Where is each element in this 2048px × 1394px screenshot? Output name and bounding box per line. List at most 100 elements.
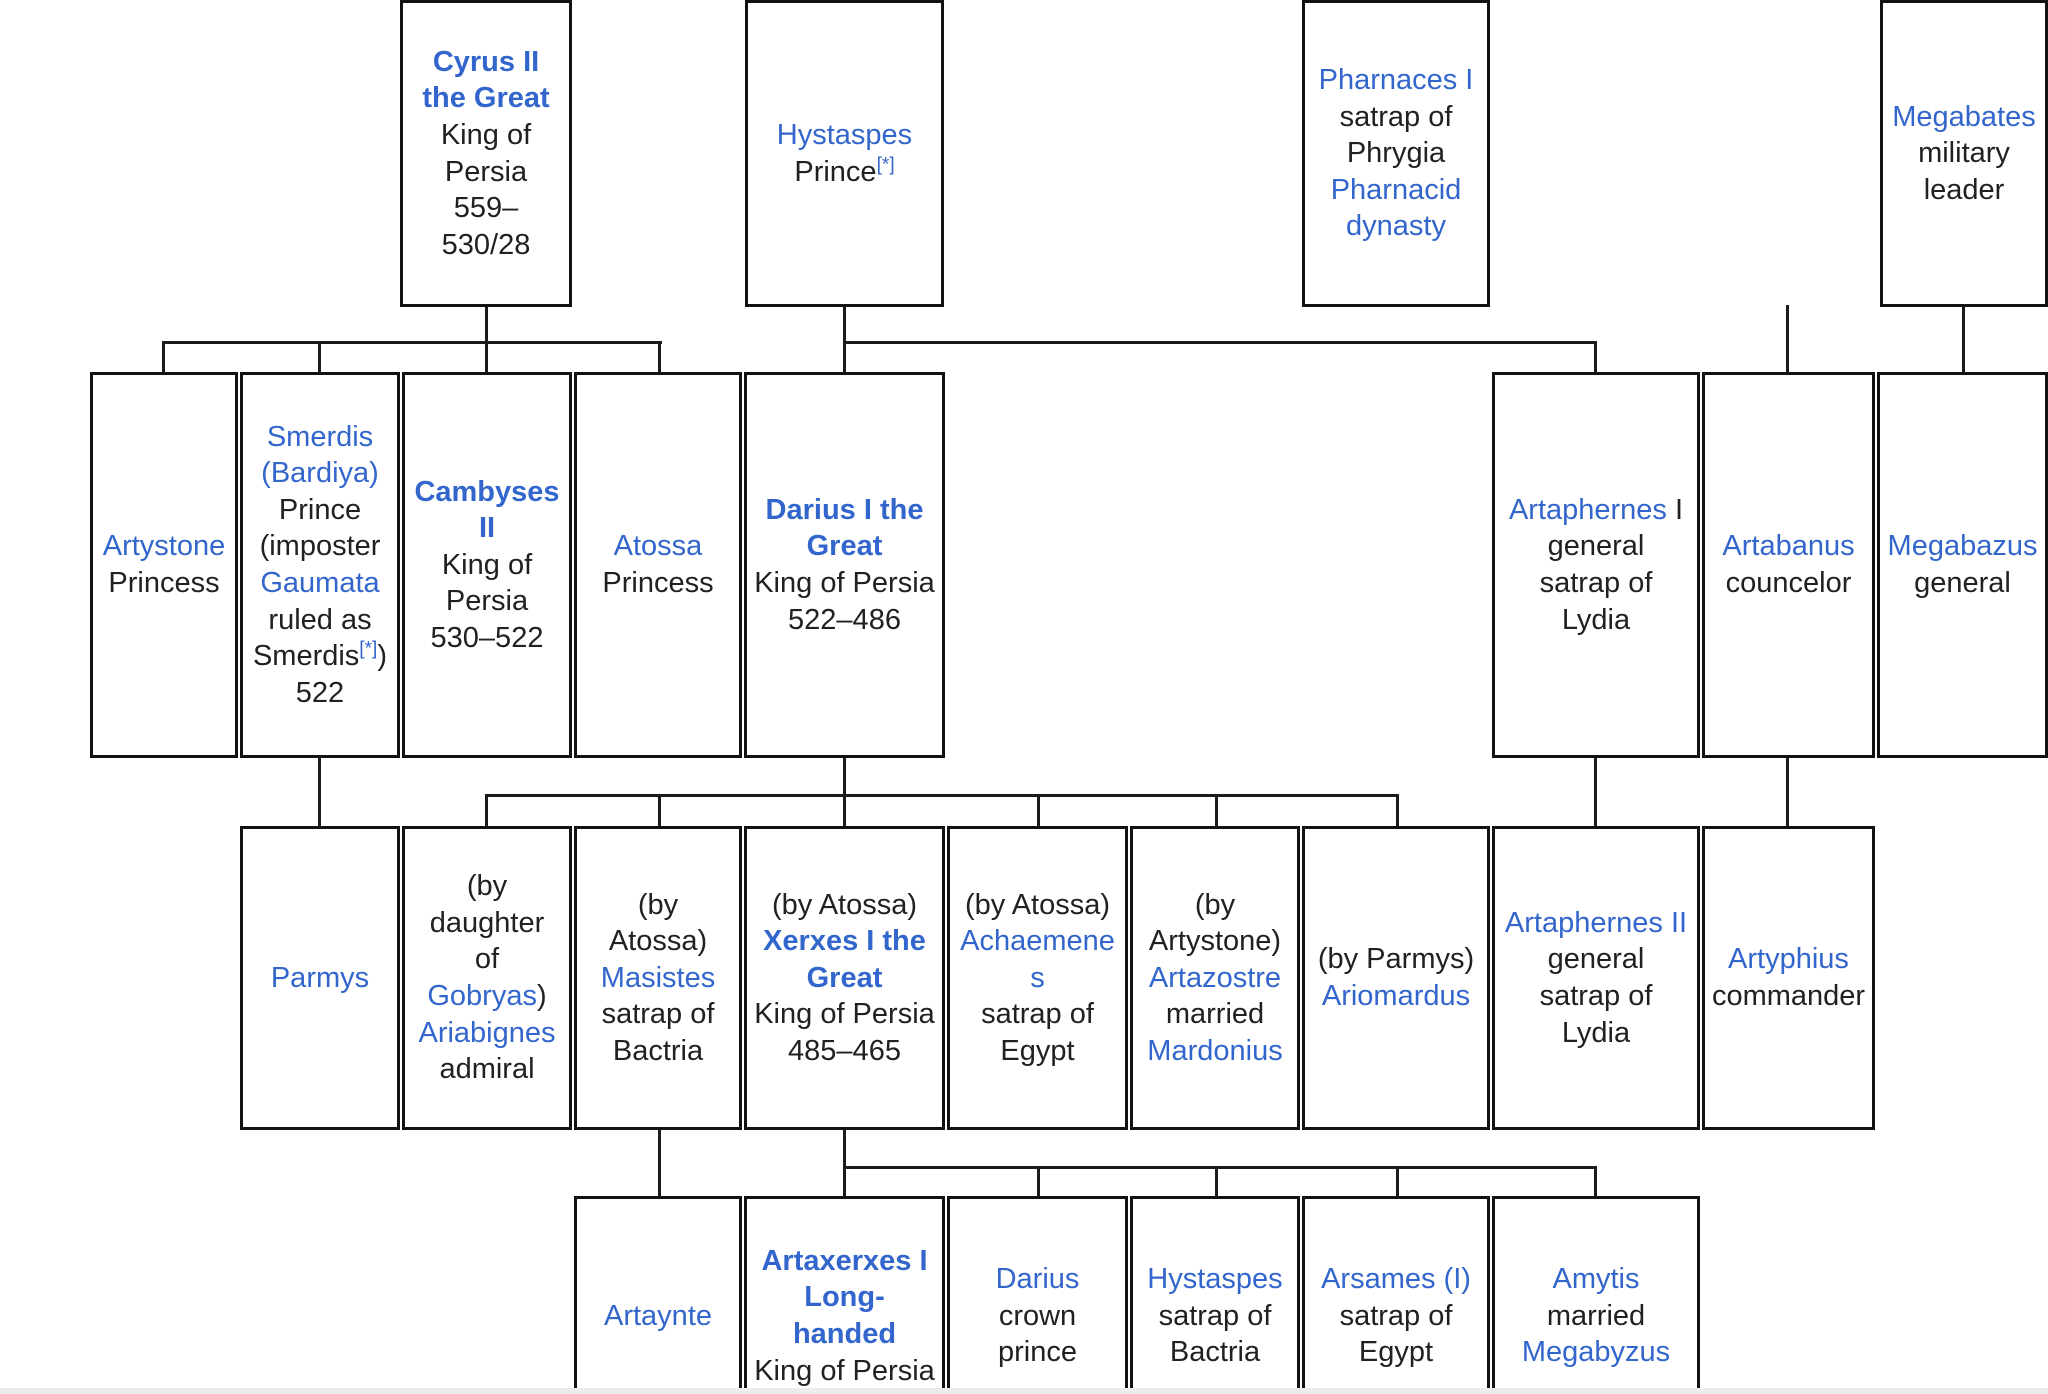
node-role-line1: general — [1547, 530, 1645, 563]
node-artaynte[interactable]: Artaynte — [574, 1196, 742, 1394]
connector-xerxes-drop-darius — [1037, 1166, 1040, 1196]
connector-hystaspes-drop-darius — [843, 341, 846, 373]
node-parent-line1: (by — [466, 870, 508, 903]
connector-cyrus-stem — [485, 305, 488, 343]
node-smerdis-bardiya[interactable]: Smerdis (Bardiya) Prince (imposter Gauma… — [240, 372, 400, 758]
node-parmys[interactable]: Parmys — [240, 826, 400, 1130]
node-name: Artaphernes II — [1504, 906, 1688, 939]
node-role-line2: Bactria — [612, 1034, 704, 1067]
node-artaphernes-ii[interactable]: Artaphernes II general satrap of Lydia — [1492, 826, 1700, 1130]
node-artaphernes-i[interactable]: Artaphernes I general satrap of Lydia — [1492, 372, 1700, 758]
node-artazostre[interactable]: (by Artystone) Artazostre married Mardon… — [1130, 826, 1300, 1130]
connector-hystaspes-bar — [843, 341, 1597, 344]
node-name: Cambyses II — [414, 475, 560, 545]
node-married-label: married — [1165, 998, 1265, 1031]
node-parent-link[interactable]: Gobryas — [427, 980, 537, 1012]
node-note-close: ) — [377, 640, 388, 673]
node-xerxes-i-the-great[interactable]: (by Atossa) Xerxes I the Great King of P… — [744, 826, 945, 1130]
connector-xerxes-drop-arsames — [1396, 1166, 1399, 1196]
node-name: Darius I the Great — [765, 493, 924, 563]
connector-hystaspes-stem — [843, 305, 846, 343]
node-artyphius[interactable]: Artyphius commander — [1702, 826, 1875, 1130]
node-achaemenes[interactable]: (by Atossa) Achaemenes satrap of Egypt — [947, 826, 1128, 1130]
connector-cyrus-drop-atossa — [658, 341, 661, 373]
node-megabazus[interactable]: Megabazus general — [1877, 372, 2048, 758]
node-role-line1: satrap of — [1339, 1299, 1453, 1332]
footnote-marker[interactable]: [*] — [359, 638, 378, 660]
node-artaxerxes-i-long-handed[interactable]: Artaxerxes I Long-handed King of Persia — [744, 1196, 945, 1394]
node-hystaspes-satrap-bactria[interactable]: Hystaspes satrap of Bactria — [1130, 1196, 1300, 1394]
node-parent-line1: (by — [637, 888, 679, 921]
node-detail-line1: King of — [441, 548, 533, 581]
connector-xerxes-bar — [843, 1166, 1597, 1169]
node-married-label: married — [1546, 1299, 1646, 1332]
node-detail-line2: Persia — [444, 155, 528, 188]
node-role-line3: Lydia — [1561, 603, 1631, 636]
node-name: Amytis — [1552, 1263, 1640, 1296]
node-artystone[interactable]: Artystone Princess — [90, 372, 238, 758]
node-name: Artaphernes — [1508, 493, 1667, 526]
node-artabanus[interactable]: Artabanus councelor — [1702, 372, 1875, 758]
node-name: Pharnaces I — [1318, 64, 1474, 97]
node-role-line2: satrap of — [1539, 567, 1653, 599]
node-spouse-link[interactable]: Megabyzus — [1521, 1336, 1671, 1369]
connector-cyrus-drop-smerdis — [318, 341, 321, 373]
connector-xerxes-stem — [843, 1130, 846, 1168]
node-name: Ariabignes — [418, 1016, 556, 1049]
page-bottom-strip — [0, 1388, 2048, 1394]
node-role-line1: satrap of — [1339, 100, 1453, 133]
node-detail-line1: King of Persia — [754, 1354, 935, 1387]
node-cyrus-ii-the-great[interactable]: Cyrus II the Great King of Persia 559– 5… — [400, 0, 572, 307]
connector-cyrus-drop-cambyses — [485, 341, 488, 373]
node-role-line2: Phrygia — [1346, 137, 1446, 170]
node-name: Cyrus II the Great — [422, 45, 550, 115]
node-spouse-link[interactable]: Mardonius — [1147, 1034, 1283, 1067]
connector-pharnaces-stem — [1786, 305, 1789, 343]
node-megabates[interactable]: Megabates military leader — [1880, 0, 2048, 307]
node-role-line2: Bactria — [1169, 1336, 1261, 1369]
node-parent: (by Atossa) — [964, 888, 1111, 921]
node-parent: (by Parmys) — [1317, 943, 1475, 976]
node-impostor-link[interactable]: Gaumata — [260, 567, 380, 599]
node-role: Princess — [108, 567, 220, 599]
node-dynasty-link[interactable]: Pharnacid dynasty — [1330, 173, 1462, 243]
node-role-line2: Egypt — [1000, 1034, 1075, 1067]
node-role-line1: satrap of — [981, 998, 1094, 1031]
connector-hystaspes-drop-artaphernes — [1594, 341, 1597, 373]
node-parent-close: ) — [536, 980, 547, 1012]
node-hystaspes-prince[interactable]: Hystaspes Prince[*] — [745, 0, 944, 307]
node-name: Hystaspes — [1147, 1263, 1283, 1296]
node-parent-line3: of — [474, 943, 500, 976]
node-name: Megabazus — [1887, 530, 2038, 563]
node-cambyses-ii[interactable]: Cambyses II King of Persia 530–522 — [402, 372, 572, 758]
connector-pharnaces-drop-artabanus — [1786, 341, 1789, 373]
node-role-line1: crown — [998, 1299, 1077, 1332]
node-detail-line2: Persia — [445, 585, 529, 618]
connector-smerdis-parmys — [318, 758, 321, 826]
node-name: Artyphius — [1728, 943, 1849, 976]
node-ariabignes[interactable]: (by daughter of Gobryas) Ariabignes admi… — [402, 826, 572, 1130]
node-name: Achaemenes — [960, 925, 1115, 994]
node-ariomardus[interactable]: (by Parmys) Ariomardus — [1302, 826, 1490, 1130]
footnote-marker[interactable]: [*] — [876, 153, 895, 175]
node-pharnaces-i[interactable]: Pharnaces I satrap of Phrygia Pharnacid … — [1302, 0, 1490, 307]
node-role-line1: general — [1547, 943, 1645, 976]
connector-darius-drop-ariabignes — [485, 794, 488, 826]
connector-cyrus-bar — [162, 341, 662, 344]
node-darius-crown-prince[interactable]: Darius crown prince — [947, 1196, 1128, 1394]
connector-xerxes-drop-hystaspes — [1215, 1166, 1218, 1196]
node-name: Artystone — [102, 530, 226, 563]
node-role-line1: military — [1918, 137, 2010, 170]
node-atossa[interactable]: Atossa Princess — [574, 372, 742, 758]
node-name: Megabates — [1892, 100, 2036, 133]
node-arsames-i[interactable]: Arsames (I) satrap of Egypt — [1302, 1196, 1490, 1394]
node-masistes[interactable]: (by Atossa) Masistes satrap of Bactria — [574, 826, 742, 1130]
node-role-line1: satrap of — [601, 998, 715, 1031]
connector-darius-drop-ariomardus — [1396, 794, 1399, 826]
node-parent: (by Atossa) — [771, 888, 918, 921]
node-darius-i-the-great[interactable]: Darius I the Great King of Persia 522–48… — [744, 372, 945, 758]
node-name: Artabanus — [1722, 530, 1855, 563]
node-role-line2: satrap of — [1539, 980, 1653, 1012]
node-numeral: I — [1666, 493, 1684, 526]
node-amytis[interactable]: Amytis married Megabyzus — [1492, 1196, 1700, 1394]
